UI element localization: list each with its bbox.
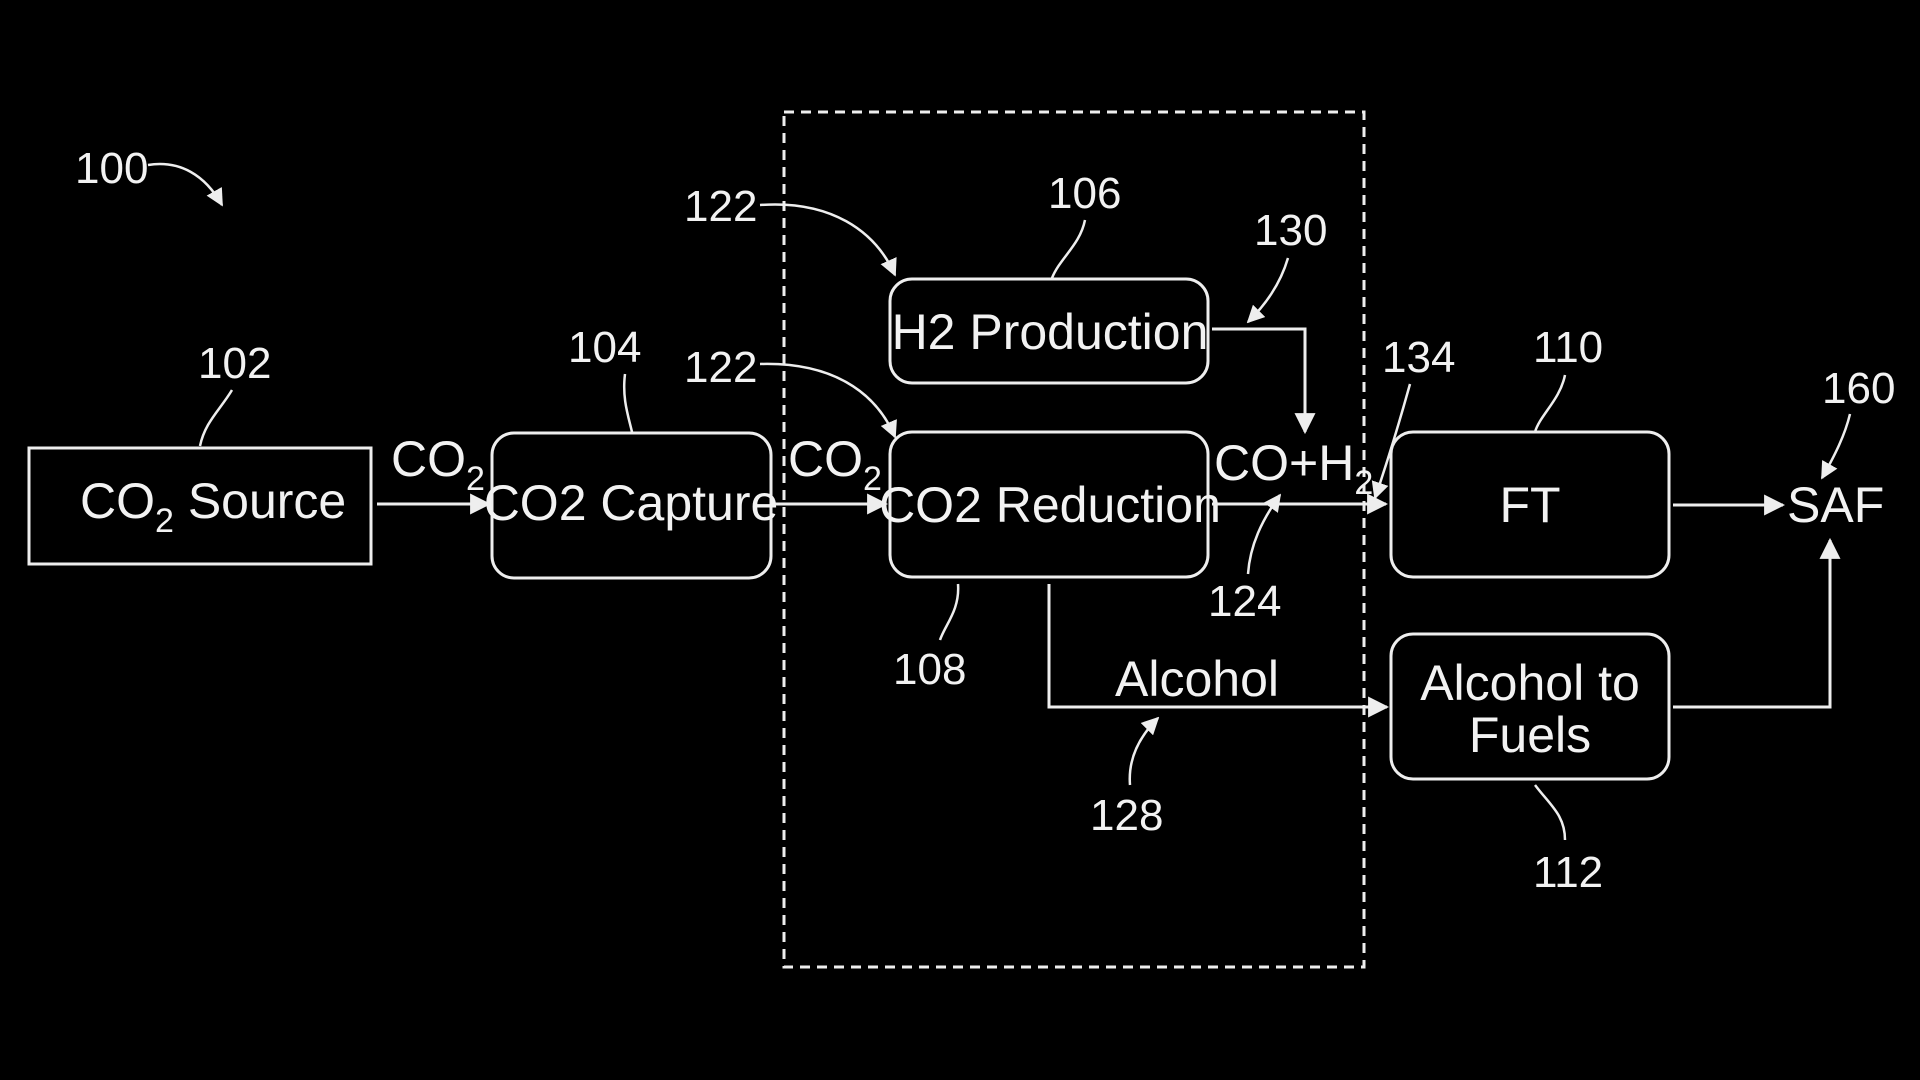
alcohol-flow-label: Alcohol: [1115, 651, 1279, 707]
ft-inlet-ref: 134: [1382, 333, 1455, 382]
co2-reduction-ref-leader: [938, 583, 960, 641]
co2-source-block: CO2 Source 102: [27, 339, 373, 566]
h2-flow-ref-arrow: [1246, 257, 1290, 324]
saf-product-label: SAF: [1787, 477, 1884, 533]
co2-source-box: [27, 446, 373, 566]
alcohol-to-fuels-label-line1: Alcohol to: [1420, 655, 1640, 711]
ft-box: [1389, 430, 1671, 579]
ft-inlet-ref-arrow: [1371, 383, 1412, 500]
h2-flow-ref: 130: [1254, 206, 1327, 255]
figure-ref-label: 100: [75, 144, 148, 193]
atf-to-saf-arrow: [1673, 537, 1841, 709]
syngas-ref-arrow: [1246, 493, 1282, 575]
h2-production-label: H2 Production: [892, 304, 1209, 360]
alcohol-to-fuels-ref-leader: [1534, 784, 1567, 841]
h2-flow-arrow: [1212, 327, 1316, 435]
ft-block: FT 110: [1389, 323, 1671, 579]
alcohol-flow-ref: 128: [1090, 791, 1163, 840]
co2-flow-label-2: CO2: [788, 431, 882, 498]
syngas-flow-label: CO+H2: [1214, 435, 1373, 502]
ft-ref-leader: [1533, 374, 1567, 433]
co2-capture-label: CO2 Capture: [484, 475, 779, 531]
h2-production-block: H2 Production 106: [888, 169, 1210, 385]
alcohol-to-fuels-box: [1389, 632, 1671, 781]
alcohol-ref-arrow: [1128, 716, 1160, 786]
co2-source-ref: 102: [198, 339, 271, 388]
co2-reduction-ref: 108: [893, 645, 966, 694]
alcohol-to-fuels-label-line2: Fuels: [1469, 707, 1591, 763]
h2-production-ref: 106: [1048, 169, 1121, 218]
co2-capture-ref-leader: [623, 373, 634, 433]
co2-capture-block: CO2 Capture 104: [484, 323, 779, 580]
co2-capture-box: [490, 431, 773, 580]
alcohol-flow-arrow: [1047, 584, 1390, 718]
h2-production-ref-leader: [1050, 219, 1087, 279]
co2-reduction-block: CO2 Reduction 108: [879, 430, 1221, 694]
ft-ref: 110: [1533, 323, 1603, 372]
reduction-zone-boundary: [782, 110, 1366, 969]
figure-ref-arrow: [147, 162, 224, 207]
zone-ref-arrow-top: [759, 203, 897, 277]
co2-source-ref-leader: [198, 389, 234, 447]
alcohol-to-fuels-ref: 112: [1533, 848, 1603, 897]
saf-ref-arrow: [1820, 413, 1852, 480]
co2-source-label: CO2 Source: [80, 473, 346, 540]
co2-reduction-label: CO2 Reduction: [879, 477, 1221, 533]
co2-capture-ref: 104: [568, 323, 641, 372]
alcohol-to-fuels-block: Alcohol to Fuels 112: [1389, 632, 1671, 897]
ft-label: FT: [1499, 477, 1560, 533]
co2-flow-label-1: CO2: [391, 431, 485, 498]
zone-ref-label-mid: 122: [684, 343, 757, 392]
zone-ref-label-top: 122: [684, 182, 757, 231]
saf-product-ref: 160: [1822, 364, 1895, 413]
zone-ref-arrow-mid: [759, 362, 897, 439]
co2-reduction-box: [888, 430, 1210, 579]
syngas-flow-ref: 124: [1208, 577, 1281, 626]
h2-production-box: [888, 277, 1210, 385]
